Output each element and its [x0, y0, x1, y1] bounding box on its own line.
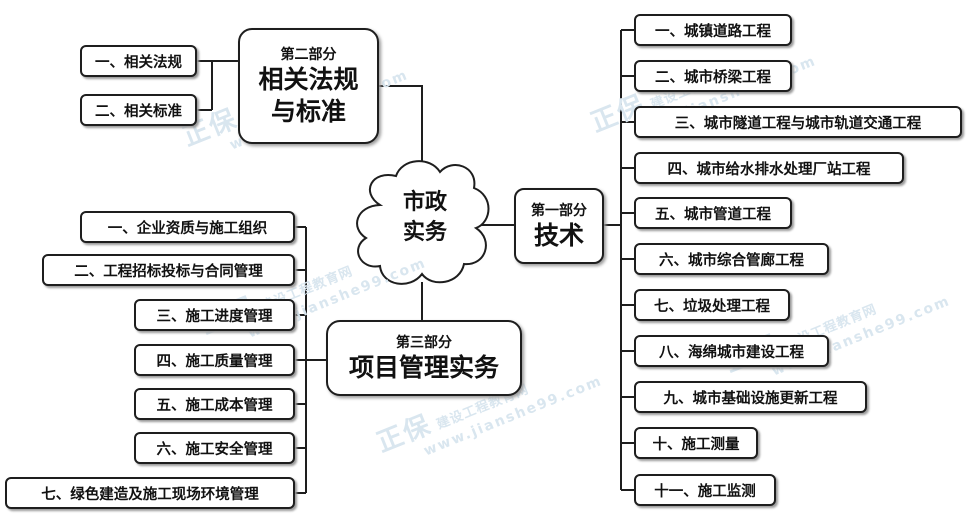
- part1-item: 四、城市给水排水处理厂站工程: [634, 152, 904, 184]
- part3-main: 项目管理实务: [348, 353, 499, 382]
- part2-main-1: 相关法规: [258, 65, 359, 94]
- part1-item: 二、城市桥梁工程: [634, 60, 792, 92]
- part2-sub: 第二部分: [280, 47, 337, 63]
- part1-main: 技术: [533, 221, 584, 250]
- center-line1: 市政: [402, 190, 447, 215]
- part3-node: 第三部分 项目管理实务: [326, 320, 522, 396]
- part1-node: 第一部分 技术: [514, 188, 604, 264]
- part1-item: 七、垃圾处理工程: [634, 289, 790, 321]
- part3-item: 一、企业资质与施工组织: [80, 211, 295, 243]
- part1-item: 十、施工测量: [634, 427, 758, 459]
- part3-item: 七、绿色建造及施工现场环境管理: [5, 477, 295, 509]
- part3-item: 五、施工成本管理: [134, 388, 295, 420]
- part1-item: 八、海绵城市建设工程: [634, 335, 829, 367]
- part2-item: 一、相关法规: [80, 45, 197, 77]
- part1-item: 一、城镇道路工程: [634, 14, 792, 46]
- part1-item: 六、城市综合管廊工程: [634, 243, 829, 275]
- center-line2: 实务: [402, 220, 447, 245]
- part3-item: 四、施工质量管理: [134, 344, 295, 376]
- part3-item: 二、工程招标投标与合同管理: [42, 254, 295, 286]
- part1-item: 十一、施工监测: [634, 474, 776, 506]
- part1-sub: 第一部分: [531, 203, 587, 219]
- part3-item: 六、施工安全管理: [134, 432, 295, 464]
- part1-item: 九、城市基础设施更新工程: [634, 381, 867, 413]
- part2-main-2: 与标准: [270, 97, 346, 126]
- part3-item: 三、施工进度管理: [134, 299, 295, 331]
- center-cloud: [356, 160, 490, 285]
- part1-item: 五、城市管道工程: [634, 197, 792, 229]
- center-node: 市政 实务: [377, 188, 473, 248]
- part3-sub: 第三部分: [396, 335, 452, 351]
- part1-item: 三、城市隧道工程与城市轨道交通工程: [634, 106, 962, 138]
- part2-node: 第二部分 相关法规 与标准: [238, 28, 379, 144]
- part2-item: 二、相关标准: [80, 94, 197, 126]
